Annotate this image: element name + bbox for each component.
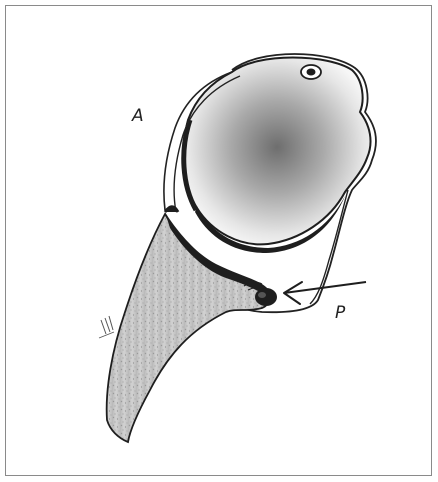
tick-marks xyxy=(101,316,113,334)
label-posterior: P xyxy=(335,305,345,322)
posterior-lesion xyxy=(255,288,277,306)
label-anterior: A xyxy=(132,108,144,125)
